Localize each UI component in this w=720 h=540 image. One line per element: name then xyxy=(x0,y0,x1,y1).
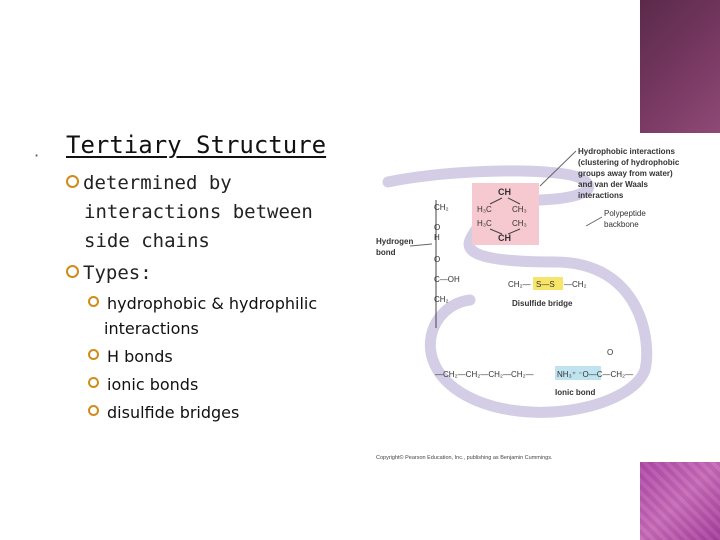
svg-text:CH: CH xyxy=(498,233,511,243)
svg-text:bond: bond xyxy=(376,248,396,257)
svg-text:H: H xyxy=(434,233,440,242)
svg-text:NH₃⁺ ⁻O—C—CH₂—: NH₃⁺ ⁻O—C—CH₂— xyxy=(557,370,633,379)
title-bullet: · xyxy=(34,146,40,165)
ring-bullet-icon xyxy=(66,175,79,188)
point-determined-line3: side chains xyxy=(84,230,210,252)
ring-bullet-icon xyxy=(88,377,99,388)
polypeptide-backbone xyxy=(382,165,653,418)
svg-text:Hydrophobic interactions: Hydrophobic interactions xyxy=(578,147,675,156)
svg-text:and van der Waals: and van der Waals xyxy=(578,180,649,189)
svg-text:Hydrogen: Hydrogen xyxy=(376,237,413,246)
svg-text:backbone: backbone xyxy=(604,220,639,229)
ring-bullet-icon xyxy=(66,265,79,278)
svg-text:CH: CH xyxy=(498,187,511,197)
ring-bullet-icon xyxy=(88,296,99,307)
tertiary-structure-figure: CH H₃C CH₃ H₃C CH₃ CH CH₂ O H O C—OH CH₂… xyxy=(376,147,680,461)
ring-bullet-icon xyxy=(88,405,99,416)
svg-text:CH₂—: CH₂— xyxy=(508,280,531,289)
svg-text:groups away from water): groups away from water) xyxy=(578,169,673,178)
svg-text:CH₃: CH₃ xyxy=(512,219,527,228)
type-item-continuation: interactions xyxy=(104,319,199,338)
svg-text:CH₃: CH₃ xyxy=(512,205,527,214)
svg-text:(clustering of hydrophobic: (clustering of hydrophobic xyxy=(578,158,680,167)
backbone-label: Polypeptide backbone xyxy=(604,209,646,229)
svg-text:Polypeptide: Polypeptide xyxy=(604,209,646,218)
type-item: ionic bonds xyxy=(88,371,198,399)
type-item: hydrophobic & hydrophilic xyxy=(88,290,317,318)
svg-text:H₃C: H₃C xyxy=(477,205,492,214)
point-determined: determined by xyxy=(66,169,232,198)
svg-text:C—OH: C—OH xyxy=(434,275,460,284)
type-item: H bonds xyxy=(88,343,173,371)
svg-text:—CH₂: —CH₂ xyxy=(564,280,587,289)
point-types: Types: xyxy=(66,259,152,288)
ring-bullet-icon xyxy=(88,349,99,360)
svg-text:—CH₂—CH₂—CH₂—CH₂—: —CH₂—CH₂—CH₂—CH₂— xyxy=(435,370,534,379)
svg-text:CH₂: CH₂ xyxy=(434,203,449,212)
svg-text:O: O xyxy=(434,255,440,264)
slide-title: Tertiary Structure xyxy=(66,131,327,159)
hydrophobic-box xyxy=(472,183,539,245)
disulfide-label: Disulfide bridge xyxy=(512,299,573,308)
point-determined-line2: interactions between xyxy=(84,201,313,223)
corner-decoration-bottom xyxy=(640,462,720,540)
svg-text:interactions: interactions xyxy=(578,191,624,200)
corner-decoration-top xyxy=(640,0,720,133)
svg-text:H₃C: H₃C xyxy=(477,219,492,228)
copyright-note: Copyright© Pearson Education, Inc., publ… xyxy=(376,454,553,461)
svg-text:O: O xyxy=(607,348,613,357)
ionic-label: Ionic bond xyxy=(555,388,596,397)
svg-text:O: O xyxy=(434,223,440,232)
svg-text:S—S: S—S xyxy=(536,280,555,289)
hydrogen-label: Hydrogen bond xyxy=(376,237,413,257)
type-item: disulfide bridges xyxy=(88,399,239,427)
ionic-highlight xyxy=(555,366,601,380)
svg-text:CH₂: CH₂ xyxy=(434,295,449,304)
hydrophobic-label: Hydrophobic interactions (clustering of … xyxy=(578,147,680,200)
disulfide-highlight xyxy=(533,277,563,290)
